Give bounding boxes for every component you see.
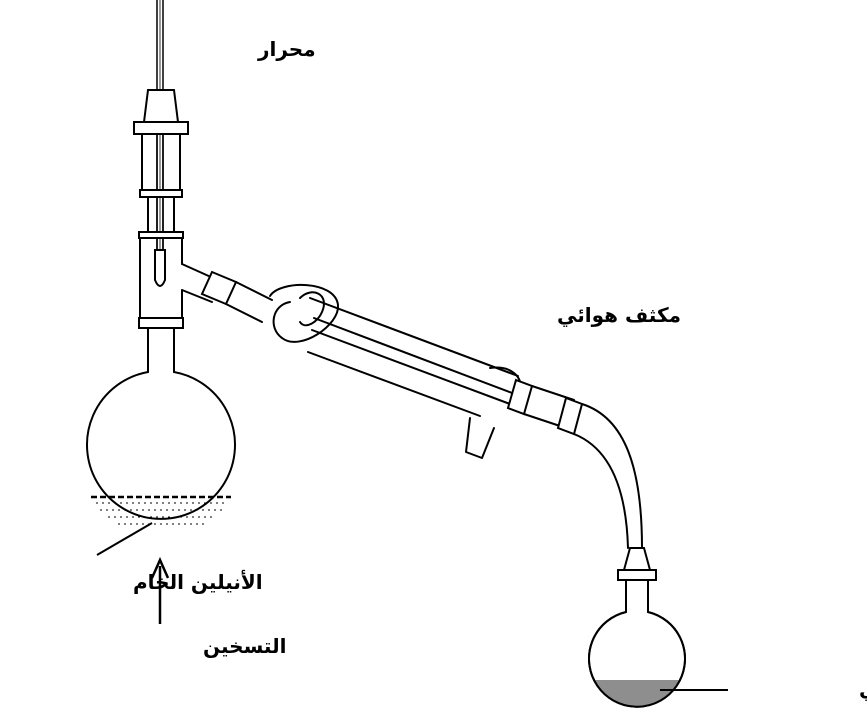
- receiver-flask: [589, 548, 685, 707]
- heating-label: التسخين: [203, 634, 286, 658]
- crude-aniline-pointer: [97, 523, 152, 555]
- crude-aniline-label: الأنيلين الخام: [133, 569, 263, 594]
- thermometer-label: محرار: [257, 37, 316, 61]
- pure-aniline-label: الأنيلين النقي: [859, 676, 867, 702]
- air-condenser: [202, 272, 582, 458]
- thermometer-adapter: [134, 90, 188, 197]
- distilling-flask: [87, 372, 235, 524]
- receiver-adapter: [574, 404, 642, 548]
- air-condenser-label: مكثف هوائي: [557, 303, 681, 328]
